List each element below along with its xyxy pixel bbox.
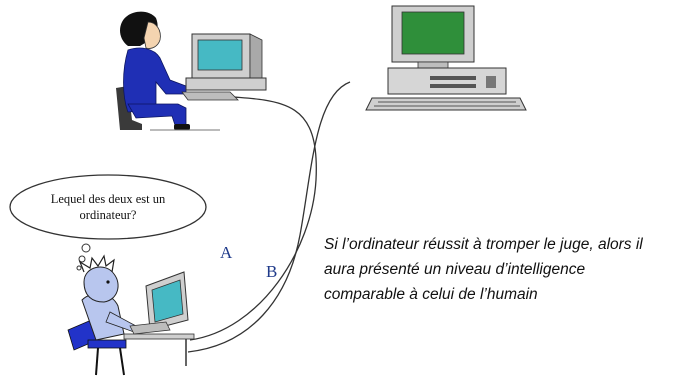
chair-leg — [95, 347, 99, 376]
face — [143, 21, 161, 49]
judge-screen — [151, 279, 184, 323]
computer-screen — [401, 11, 465, 55]
cable-b — [187, 81, 351, 353]
human-operator — [116, 11, 267, 131]
monitor-back — [249, 33, 263, 79]
thought-dot — [78, 255, 86, 263]
speech-bubble-text: Lequel des deux est un ordinateur? — [50, 192, 166, 222]
judge — [67, 254, 195, 376]
wire-label-b: B — [266, 262, 278, 281]
keyboard-keys — [374, 101, 520, 107]
thought-dot — [76, 265, 82, 271]
wire-label-a: A — [220, 243, 233, 262]
judge-head — [83, 266, 119, 303]
operator-screen — [197, 39, 243, 71]
judge-hair — [78, 254, 115, 273]
monitor-stand — [417, 61, 449, 69]
judge-desk — [123, 333, 195, 340]
operator-keyboard — [181, 91, 239, 101]
judge-eye — [106, 280, 110, 284]
operator-base-unit — [185, 77, 267, 91]
bubble-outline — [9, 174, 207, 240]
torso — [123, 47, 187, 113]
judge-keyboard — [129, 321, 171, 335]
drive-bay — [430, 76, 476, 80]
power-button — [486, 76, 496, 88]
caption-text: Si l’ordinateur réussit à tromper le jug… — [324, 236, 643, 303]
thought-dot — [81, 243, 91, 253]
cable-a — [189, 95, 317, 341]
chair-leg — [119, 347, 125, 376]
chair-seat — [87, 339, 127, 349]
computer-keyboard — [365, 97, 527, 111]
cables — [187, 81, 351, 353]
speech-bubble — [9, 174, 207, 271]
shoe — [174, 124, 190, 130]
drive-bay — [430, 84, 476, 88]
computer — [365, 5, 527, 111]
